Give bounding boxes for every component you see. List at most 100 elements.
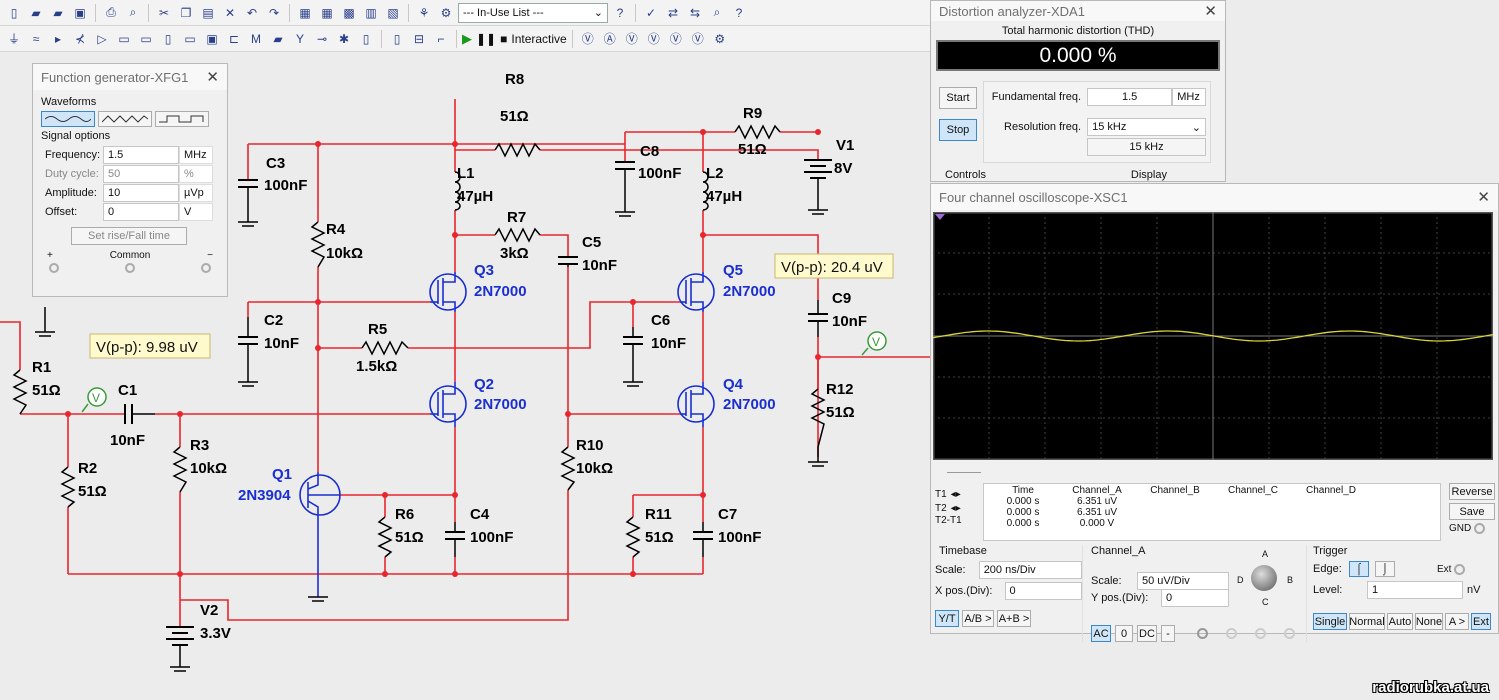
ttl-icon[interactable]: ▭ <box>118 31 130 46</box>
ext-trigger-terminal[interactable] <box>1454 563 1466 575</box>
database-icon[interactable]: ⚙ <box>440 5 452 20</box>
help-icon[interactable]: ? <box>616 5 624 20</box>
scope-screen[interactable] <box>933 212 1493 460</box>
open-folder-icon[interactable]: ▰ <box>31 5 41 20</box>
save-icon[interactable]: ▣ <box>74 5 86 20</box>
pause-icon[interactable]: ❚❚ <box>476 31 497 46</box>
gnd-terminal-connector[interactable] <box>1474 523 1486 534</box>
trigger-ext-button[interactable]: Ext <box>1471 613 1491 630</box>
triangle-wave-button[interactable] <box>98 111 152 127</box>
reverse-button[interactable]: Reverse <box>1449 483 1495 500</box>
offset-unit[interactable]: V <box>179 202 213 221</box>
channel-c-terminal[interactable] <box>1255 628 1266 639</box>
connector-icon[interactable]: ▯ <box>362 31 370 46</box>
resize-handle[interactable] <box>947 472 981 473</box>
spreadsheet-icon[interactable]: ▦ <box>321 5 333 20</box>
open-recent-icon[interactable]: ▰ <box>53 5 63 20</box>
channel-a-terminal[interactable] <box>1197 628 1208 639</box>
cut-icon[interactable]: ✂ <box>158 5 170 20</box>
copy-icon[interactable]: ❐ <box>180 5 192 20</box>
undo-icon[interactable]: ↶ <box>246 5 258 20</box>
common-terminal[interactable] <box>125 263 135 273</box>
positive-terminal[interactable] <box>49 263 59 273</box>
resolution-freq-select[interactable]: 15 kHz ⌄ <box>1087 118 1206 136</box>
postprocessor-icon[interactable]: ▥ <box>365 5 377 20</box>
save-button[interactable]: Save <box>1449 503 1495 520</box>
bus-icon[interactable]: ⊟ <box>413 31 425 46</box>
amplitude-unit[interactable]: µVp <box>179 183 213 202</box>
trigger-normal-button[interactable]: Normal <box>1349 613 1385 630</box>
paste-icon[interactable]: ▤ <box>202 5 214 20</box>
trigger-a-button[interactable]: A > <box>1445 613 1469 630</box>
channel-selector-knob[interactable]: A B C D <box>1235 549 1295 607</box>
cmos-icon[interactable]: ▭ <box>140 31 152 46</box>
redo-icon[interactable]: ↷ <box>268 5 280 20</box>
probe-voltage-icon[interactable]: Ⓥ <box>581 32 594 46</box>
ground-icon[interactable]: ⏚ <box>7 32 20 46</box>
start-button[interactable]: Start <box>939 87 977 109</box>
stop-icon[interactable]: ■ <box>500 31 508 46</box>
frequency-input[interactable]: 1.5 <box>103 145 179 164</box>
trigger-single-button[interactable]: Single <box>1313 613 1347 630</box>
advanced-icon[interactable]: ▰ <box>273 31 283 46</box>
offset-input[interactable]: 0 <box>103 202 179 221</box>
close-icon[interactable]: ✕ <box>1477 189 1490 206</box>
mcu-icon[interactable]: ▯ <box>164 31 172 46</box>
transistor-icon[interactable]: ⊀ <box>74 31 86 46</box>
coupling-ac-button[interactable]: AC <box>1091 625 1111 642</box>
close-icon[interactable]: ✕ <box>1204 3 1217 20</box>
toggle-view-icon[interactable]: ▦ <box>299 5 311 20</box>
cursor-t1-marker[interactable] <box>935 214 945 220</box>
set-rise-fall-button[interactable]: Set rise/Fall time <box>71 227 187 245</box>
trigger-none-button[interactable]: None <box>1415 613 1443 630</box>
duty-cycle-input[interactable]: 50 <box>103 164 179 183</box>
mode-ab-button[interactable]: A/B > <box>962 610 994 627</box>
fundamental-freq-input[interactable]: 1.5 <box>1087 88 1173 106</box>
probe-ref-icon[interactable]: Ⓥ <box>669 32 682 46</box>
basic-icon[interactable]: ≈ <box>32 31 40 46</box>
square-wave-button[interactable] <box>155 111 209 127</box>
info-icon[interactable]: ? <box>735 5 743 20</box>
fundamental-freq-unit[interactable]: MHz <box>1172 88 1206 106</box>
level-unit[interactable]: nV <box>1467 584 1481 596</box>
power-icon[interactable]: ⊏ <box>228 31 240 46</box>
rf-icon[interactable]: Y <box>295 31 304 46</box>
t1-arrows-icon[interactable]: ◂▸ <box>950 488 961 500</box>
stop-button[interactable]: Stop <box>939 119 977 141</box>
print-preview-icon[interactable]: ⌕ <box>129 5 137 19</box>
falling-edge-icon[interactable]: ⌡ <box>1375 561 1395 577</box>
negative-terminal[interactable] <box>201 263 211 273</box>
xpos-input[interactable]: 0 <box>1004 582 1082 600</box>
channel-b-terminal[interactable] <box>1226 628 1237 639</box>
timebase-scale-input[interactable]: 200 ns/Div <box>978 561 1082 579</box>
ni-icon[interactable]: ✱ <box>338 31 350 46</box>
level-input[interactable]: 1 <box>1367 581 1463 599</box>
probe-settings-icon[interactable]: ⚙ <box>714 31 726 46</box>
simulation-mode-label[interactable]: Interactive <box>511 31 567 46</box>
mode-a-plus-b-button[interactable]: A+B > <box>997 610 1031 627</box>
print-icon[interactable]: ⎙ <box>106 5 116 19</box>
amplitude-input[interactable]: 10 <box>103 183 179 202</box>
coupling-minus-button[interactable]: - <box>1161 625 1175 642</box>
erc-icon[interactable]: ✓ <box>645 5 657 20</box>
mixed-icon[interactable]: ▭ <box>184 31 196 46</box>
coupling-dc-button[interactable]: DC <box>1137 625 1157 642</box>
probe-digital-icon[interactable]: Ⓥ <box>691 32 704 46</box>
probe-diff-icon[interactable]: Ⓥ <box>647 32 660 46</box>
close-icon[interactable]: ✕ <box>206 69 219 86</box>
transfer-icon[interactable]: ⇄ <box>667 5 679 20</box>
wire-icon[interactable]: ⌐ <box>437 31 445 46</box>
channel-d-terminal[interactable] <box>1284 628 1295 639</box>
run-icon[interactable]: ▶ <box>462 30 472 46</box>
rising-edge-icon[interactable]: ⌠ <box>1349 561 1369 577</box>
channel-scale-input[interactable]: 50 uV/Div <box>1137 572 1229 590</box>
in-use-list-dropdown[interactable]: --- In-Use List --- ⌄ <box>458 2 608 23</box>
probe-power-icon[interactable]: Ⓥ <box>625 32 638 46</box>
delete-icon[interactable]: ✕ <box>224 5 236 20</box>
place-component-icon[interactable]: ⚘ <box>418 5 430 20</box>
sine-wave-button[interactable] <box>41 111 95 127</box>
electromech-icon[interactable]: ⊸ <box>316 31 328 46</box>
probe-current-icon[interactable]: Ⓐ <box>603 32 616 46</box>
coupling-zero-button[interactable]: 0 <box>1115 625 1133 642</box>
indicator-icon[interactable]: ▣ <box>206 31 218 46</box>
